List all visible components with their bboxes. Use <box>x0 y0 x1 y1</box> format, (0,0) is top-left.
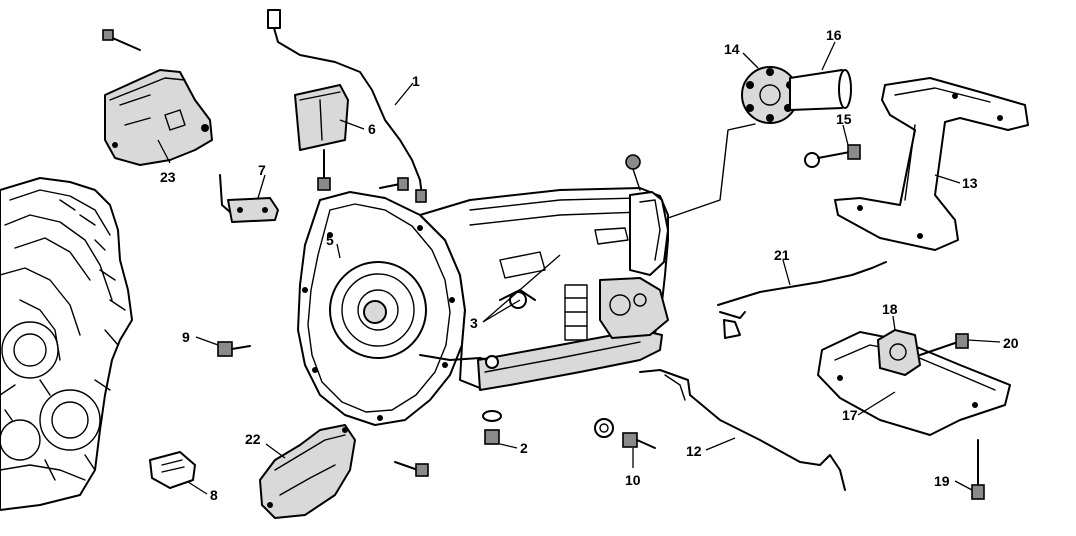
part-6-bracket <box>294 84 349 191</box>
callout-13: 13 <box>962 175 978 191</box>
callout-15: 15 <box>836 111 852 127</box>
callout-14: 14 <box>724 41 740 57</box>
part-18-mount <box>877 329 969 376</box>
leader-lines <box>157 41 1001 495</box>
part-9-bolt <box>217 341 251 357</box>
part-1-cable <box>267 9 427 203</box>
part-2-plug <box>482 410 502 445</box>
part-10-fitting <box>594 418 656 449</box>
callout-21: 21 <box>774 247 790 263</box>
engine-block <box>0 177 133 511</box>
part-13-crossmember <box>834 77 1029 251</box>
callout-23: 23 <box>160 169 176 185</box>
callout-10: 10 <box>625 472 641 488</box>
bolt-23 <box>102 29 141 51</box>
bolt-near-7 <box>379 177 409 191</box>
callout-7: 7 <box>258 162 266 178</box>
transmission-housing <box>297 154 669 426</box>
callout-5: 5 <box>326 232 334 248</box>
part-21-dipstick <box>717 261 887 339</box>
callout-16: 16 <box>826 27 842 43</box>
callout-2: 2 <box>520 440 528 456</box>
part-8-cap <box>149 451 196 489</box>
callout-20: 20 <box>1003 335 1019 351</box>
callout-22: 22 <box>245 431 261 447</box>
callout-12: 12 <box>686 443 702 459</box>
callout-labels: 1 2 3 5 6 7 8 9 10 12 13 14 15 16 17 18 … <box>160 27 1019 503</box>
part-22-shield <box>259 424 429 519</box>
part-12-cable <box>639 369 846 491</box>
callout-8: 8 <box>210 487 218 503</box>
callout-17: 17 <box>842 407 858 423</box>
callout-18: 18 <box>882 301 898 317</box>
part-15-bolt <box>804 144 861 168</box>
part-23-cover <box>104 69 213 166</box>
part-16-propshaft <box>789 69 852 111</box>
callout-19: 19 <box>934 473 950 489</box>
part-19-bolt <box>971 439 985 500</box>
part-14-flex-disc <box>741 66 799 124</box>
callout-1: 1 <box>412 73 420 89</box>
callout-9: 9 <box>182 329 190 345</box>
callout-6: 6 <box>368 121 376 137</box>
part-7-sensor <box>219 174 279 223</box>
callout-3: 3 <box>470 315 478 331</box>
